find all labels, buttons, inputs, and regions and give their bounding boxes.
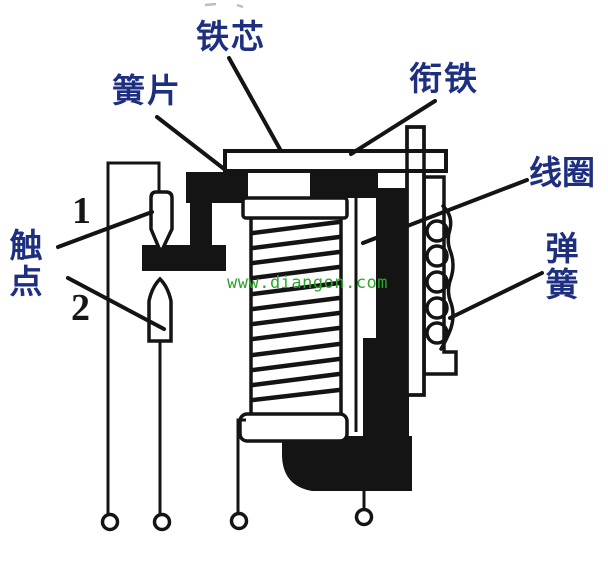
terminal-circle-4 bbox=[354, 507, 374, 527]
label-iron-core: 铁芯 bbox=[196, 17, 266, 56]
terminal-circle-2 bbox=[152, 512, 172, 532]
leader-armature bbox=[349, 99, 437, 156]
contact-blade-2 bbox=[147, 276, 173, 343]
terminal-circle-1 bbox=[100, 512, 120, 532]
label-reed: 簧片 bbox=[112, 71, 182, 110]
label-terminal-2: 2 bbox=[71, 287, 90, 329]
label-armature: 衔铁 bbox=[409, 59, 479, 98]
armature-plate bbox=[223, 149, 448, 173]
yoke-base bbox=[282, 436, 412, 491]
pivot-post-outline bbox=[405, 125, 426, 397]
label-spring: 弹簧 bbox=[545, 229, 579, 304]
watermark-text: www.diangon.com bbox=[227, 273, 389, 293]
contact-blade-1 bbox=[149, 190, 174, 252]
leader-spring bbox=[448, 271, 544, 320]
terminal-circle-3 bbox=[229, 511, 249, 531]
coil-winding-lines bbox=[250, 219, 342, 403]
label-contact: 触点 bbox=[9, 226, 43, 301]
coil-top-flange bbox=[241, 196, 349, 220]
leader-lines bbox=[56, 56, 544, 331]
leader-contact bbox=[56, 210, 154, 249]
reed-assembly bbox=[142, 172, 248, 271]
leader-iron-core bbox=[227, 56, 283, 153]
contact-wire-left bbox=[106, 161, 161, 514]
leader-reed bbox=[155, 115, 230, 174]
label-terminal-1: 1 bbox=[72, 190, 91, 232]
leader-terminal-2 bbox=[66, 276, 166, 331]
scan-specks bbox=[204, 2, 244, 9]
yoke-column-upper bbox=[376, 188, 408, 344]
helical-spring bbox=[425, 204, 455, 351]
core-mount-right bbox=[310, 172, 378, 198]
leader-coil bbox=[361, 178, 529, 245]
coil-bottom-flange bbox=[238, 412, 349, 443]
yoke-column-lower bbox=[363, 338, 409, 442]
coil-lead-wire bbox=[236, 418, 246, 513]
label-coil: 线圈 bbox=[529, 153, 595, 192]
